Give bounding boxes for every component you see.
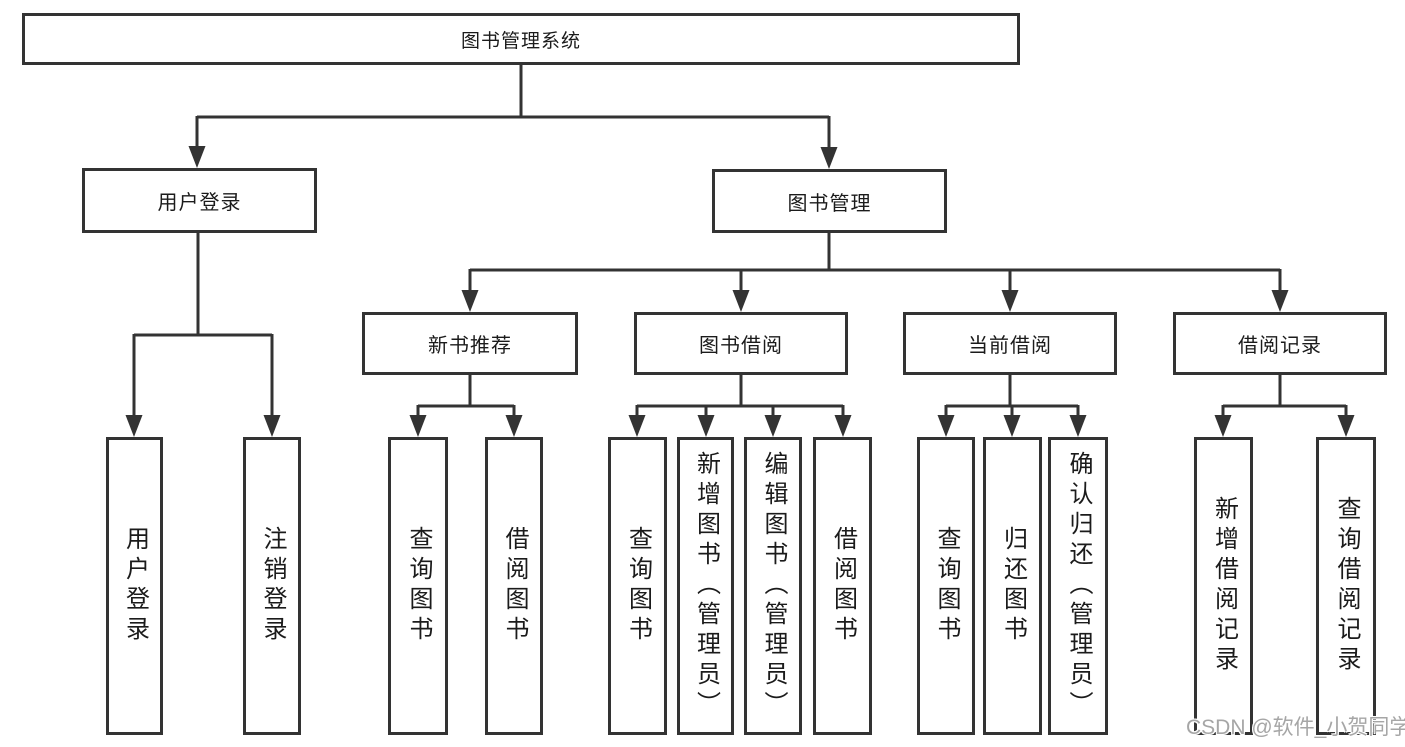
leaf-query-borrow-record: 查询借阅记录 [1316,437,1376,735]
leaf-confirm-return-admin: 确认归还（管理员） [1048,437,1108,735]
leaf-add-book-admin-label: 新增图书（管理员） [692,451,720,721]
node-user-login-label: 用户登录 [157,192,242,214]
watermark: CSDN @软件_小贺同学 [1186,716,1405,739]
leaf-return-book: 归还图书 [983,437,1042,735]
leaf-return-book-label: 归还图书 [999,526,1027,646]
leaf-query-books-borrow-label: 查询图书 [624,526,652,646]
node-book-borrow-label: 图书借阅 [699,335,783,357]
node-book-borrow: 图书借阅 [634,312,848,375]
leaf-query-books-current-label: 查询图书 [933,526,960,646]
leaf-borrow-books-borrow-label: 借阅图书 [829,526,857,646]
node-current-borrow: 当前借阅 [903,312,1117,375]
leaf-user-login-label: 用户登录 [121,526,149,646]
arrowheads [125,146,1355,437]
node-root: 图书管理系统 [22,13,1020,65]
leaf-add-borrow-record: 新增借阅记录 [1194,437,1253,735]
node-book-management-label: 图书管理 [787,192,872,215]
leaf-query-borrow-record-label: 查询借阅记录 [1333,496,1360,676]
node-book-management: 图书管理 [712,169,947,233]
leaf-query-books-current: 查询图书 [917,437,975,735]
node-user-login: 用户登录 [82,168,317,233]
node-root-label: 图书管理系统 [460,30,581,52]
leaf-edit-book-admin-label: 编辑图书（管理员） [760,451,787,721]
leaf-user-login: 用户登录 [106,437,163,735]
node-borrow-records-label: 借阅记录 [1238,335,1322,357]
leaf-edit-book-admin: 编辑图书（管理员） [744,437,802,735]
leaf-borrow-books-newbooks-label: 借阅图书 [501,526,528,646]
node-new-book-recommend-label: 新书推荐 [428,335,512,357]
leaf-query-books-newbooks-label: 查询图书 [405,526,432,646]
node-new-book-recommend: 新书推荐 [362,312,578,375]
node-borrow-records: 借阅记录 [1173,312,1387,375]
node-current-borrow-label: 当前借阅 [968,335,1052,357]
leaf-borrow-books-borrow: 借阅图书 [813,437,872,735]
leaf-borrow-books-newbooks: 借阅图书 [485,437,543,735]
leaf-query-books-newbooks: 查询图书 [388,437,448,735]
leaf-query-books-borrow: 查询图书 [608,437,667,735]
leaf-logout: 注销登录 [243,437,301,735]
leaf-add-book-admin: 新增图书（管理员） [677,437,734,735]
leaf-logout-label: 注销登录 [259,526,286,646]
leaf-confirm-return-admin-label: 确认归还（管理员） [1065,451,1092,721]
leaf-add-borrow-record-label: 新增借阅记录 [1210,496,1238,676]
